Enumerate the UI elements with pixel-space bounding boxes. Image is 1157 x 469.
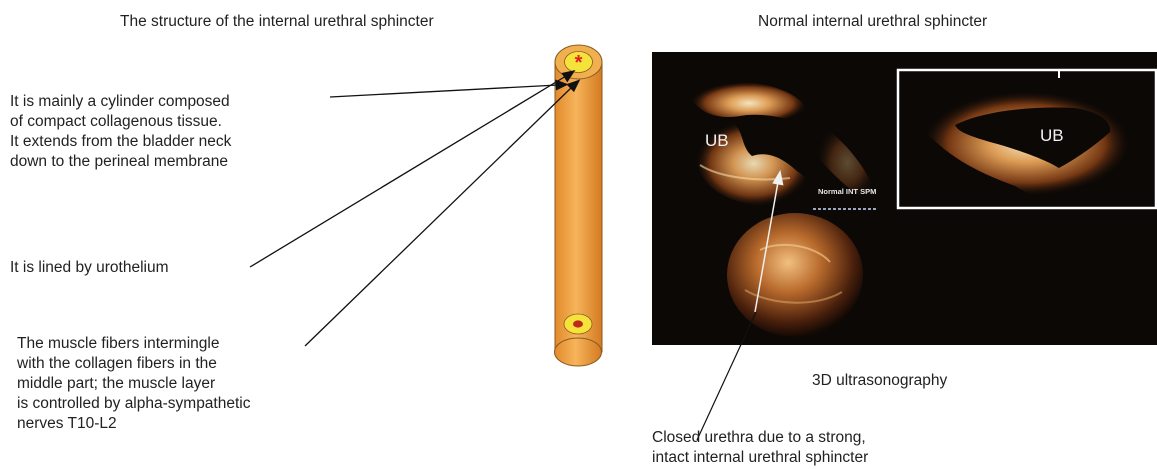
lumen-asterisk: * [575,52,583,74]
closed-urethra-note: Closed urethra due to a strong, intact i… [652,428,868,468]
ultrasound-inset-label-ub: UB [1040,126,1064,146]
urethra-cylinder: * [555,45,603,366]
ultrasound-label-ub: UB [705,131,729,151]
closed-urethra-note-line: Closed urethra due to a strong, [652,428,868,448]
ultrasound-small-label: Normal INT SPM [818,187,876,196]
ultrasound-image [652,52,1157,345]
annotation-arrows [250,71,579,346]
closed-urethra-note-line: intact internal urethral sphincter [652,448,868,468]
ultrasound-caption: 3D ultrasonography [812,371,947,391]
